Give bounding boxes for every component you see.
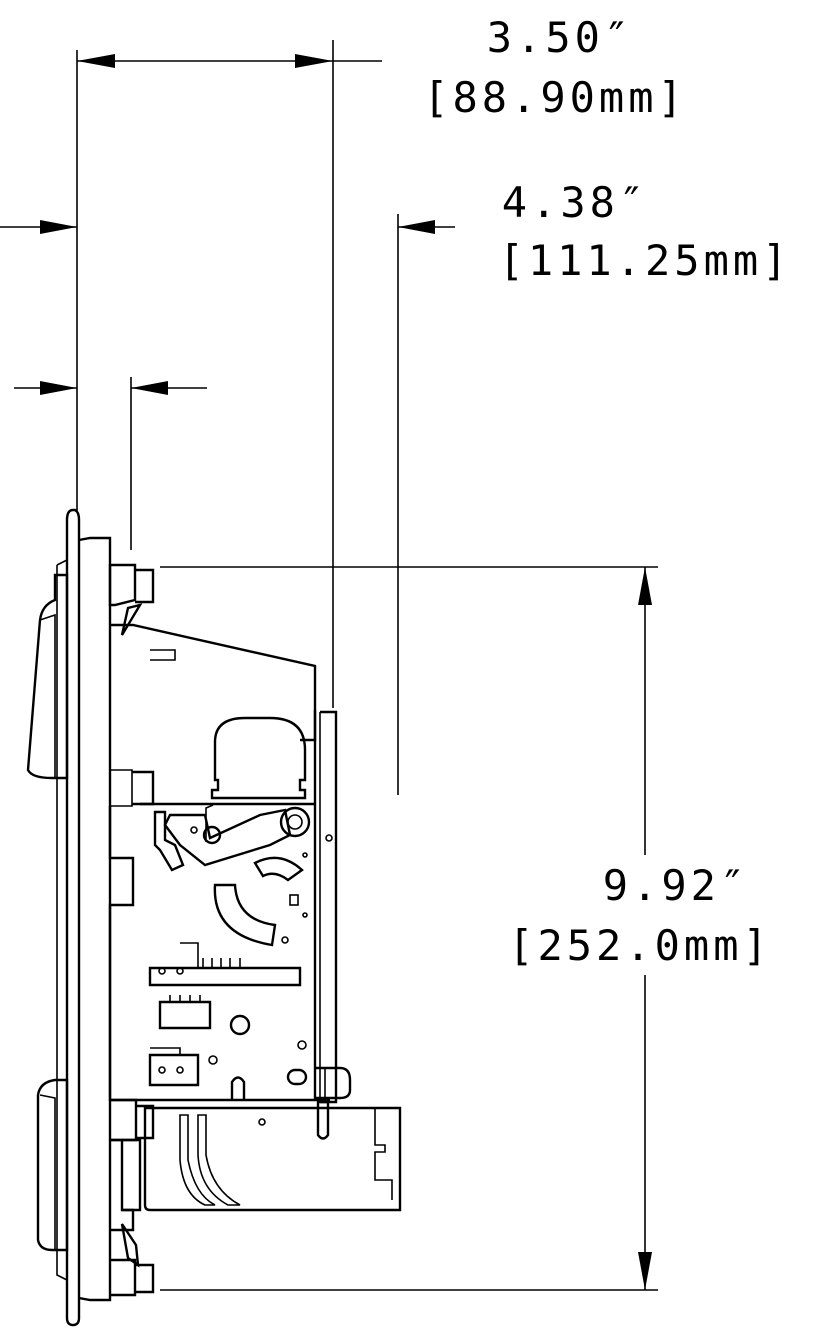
- mortise-case: [108, 710, 352, 1104]
- arrowhead-bottom: [638, 1252, 652, 1290]
- dimension-label-mm: [88.90mm]: [423, 73, 687, 122]
- lower-arc-right: [197, 1114, 241, 1206]
- case-hole-3: [302, 852, 308, 858]
- top-screw-head: [135, 568, 155, 604]
- case-hole-5: [208, 1055, 218, 1065]
- rail-teeth: [202, 958, 241, 968]
- connector-block: [158, 1000, 212, 1030]
- indicator-slot: [289, 894, 299, 906]
- case-hole-2: [302, 912, 308, 918]
- rail-hole-2: [176, 967, 184, 975]
- lever-pivot: [202, 825, 222, 845]
- switch-rail: [148, 966, 302, 987]
- housing-rear-edge: [109, 625, 133, 1100]
- lower-switch-hole-1: [158, 1066, 166, 1074]
- hub-outer: [279, 806, 311, 838]
- case-hole-4: [297, 1040, 307, 1050]
- lower-trim-block: [110, 1138, 135, 1232]
- lower-housing: [110, 1098, 402, 1212]
- dimension-label-inches: 3.50″: [487, 13, 633, 62]
- dimension-label-inches: 9.92″: [603, 861, 749, 910]
- dimension-faceplate-offset: [14, 377, 207, 550]
- connector-pins: [169, 995, 201, 1002]
- lower-housing-hole: [258, 1118, 266, 1126]
- cylinder-housing: [210, 716, 307, 800]
- dimension-label-mm: [111.25mm]: [499, 236, 792, 285]
- switch-tab: [180, 942, 199, 969]
- lower-switch-hole-2: [176, 1066, 184, 1074]
- case-front-plate-outer: [320, 710, 338, 1104]
- bottom-mount-block: [110, 1258, 137, 1297]
- lower-mount-block: [110, 1098, 138, 1142]
- lever-hole: [190, 826, 198, 834]
- dimension-depth-overall: 4.38″ [111.25mm]: [0, 178, 792, 795]
- rail-hole-1: [158, 967, 166, 975]
- lower-trim-cover: [122, 1138, 142, 1212]
- dimension-label-mm: [252.0mm]: [508, 921, 772, 970]
- crescent-cam-upper: [253, 856, 304, 882]
- case-left-edge: [108, 806, 330, 1102]
- lower-switch: [148, 1053, 200, 1087]
- middle-screw-head: [132, 770, 155, 806]
- outer-trim-plate: [65, 508, 81, 1327]
- top-mount-block: [108, 563, 137, 607]
- lower-slot: [230, 1076, 246, 1100]
- latch-lever: [163, 808, 292, 867]
- top-cam-wedge: [120, 603, 143, 636]
- bottom-screw-head: [135, 1263, 155, 1294]
- latch-bolt: [315, 1066, 352, 1100]
- arrowhead-top: [638, 567, 652, 605]
- lower-switch-tab: [150, 1047, 181, 1055]
- hub-inner: [287, 814, 303, 830]
- upper-escutcheon-edge: [39, 613, 56, 778]
- latch-tip: [316, 1100, 330, 1140]
- latch-link: [153, 810, 185, 872]
- arrowhead-right: [131, 381, 168, 395]
- faceplate-screw: [325, 834, 333, 842]
- crescent-cam-lower: [213, 883, 277, 947]
- inner-trim-plate: [78, 536, 112, 1302]
- upper-escutcheon-bulge: [26, 573, 69, 780]
- lower-housing-notch: [374, 1108, 393, 1200]
- arrowhead-left: [40, 220, 77, 234]
- arrowhead-right: [295, 54, 333, 68]
- oval-hole: [286, 1068, 308, 1086]
- dimension-label-inches: 4.38″: [502, 178, 648, 227]
- dimension-height: 9.92″ [252.0mm]: [160, 566, 772, 1291]
- trim-bevel: [56, 559, 68, 1281]
- case-hole-1: [281, 936, 289, 944]
- arrowhead-left: [40, 381, 77, 395]
- arrowhead-left: [77, 54, 115, 68]
- housing-slot: [150, 649, 176, 661]
- upper-housing: [110, 623, 317, 742]
- faceplate: [56, 508, 112, 1327]
- lower-escutcheon-bulge: [36, 1078, 69, 1252]
- spindle-hole: [229, 1014, 251, 1036]
- dimension-depth-faceplate: 3.50″ [88.90mm]: [76, 13, 687, 708]
- lever-detail: [205, 804, 214, 842]
- lower-housing-body: [143, 1106, 402, 1212]
- lower-escutcheon-edge: [39, 1094, 56, 1250]
- lower-arc-left: [179, 1114, 216, 1206]
- arrowhead-right: [398, 220, 435, 234]
